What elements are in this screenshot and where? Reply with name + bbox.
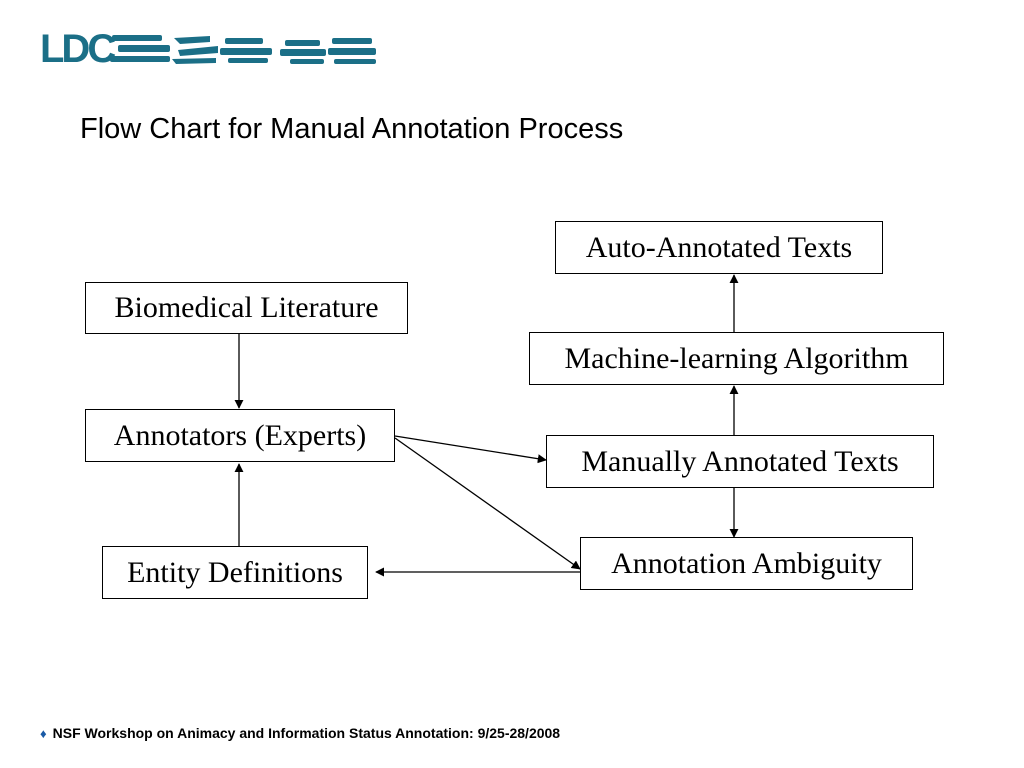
arrow-annotators-to-manual-texts bbox=[394, 435, 547, 464]
arrow-annotators-to-ambiguity bbox=[394, 437, 581, 570]
node-biomedical-literature: Biomedical Literature bbox=[85, 282, 408, 334]
node-auto-annotated-texts: Auto-Annotated Texts bbox=[555, 221, 883, 274]
footer-text: NSF Workshop on Animacy and Information … bbox=[52, 725, 561, 741]
page-title: Flow Chart for Manual Annotation Process bbox=[80, 113, 624, 145]
logo-waveform-icon bbox=[110, 35, 376, 64]
ldc-logo-text: LDC bbox=[40, 27, 115, 70]
footer: ♦ NSF Workshop on Animacy and Information… bbox=[40, 725, 560, 741]
node-manually-annotated-texts: Manually Annotated Texts bbox=[546, 435, 934, 488]
node-entity-definitions: Entity Definitions bbox=[102, 546, 368, 599]
node-annotation-ambiguity: Annotation Ambiguity bbox=[580, 537, 913, 590]
node-ml-algorithm: Machine-learning Algorithm bbox=[529, 332, 944, 385]
diamond-bullet-icon: ♦ bbox=[40, 726, 47, 741]
ldc-logo: LDC bbox=[40, 27, 376, 70]
node-annotators-experts: Annotators (Experts) bbox=[85, 409, 395, 462]
